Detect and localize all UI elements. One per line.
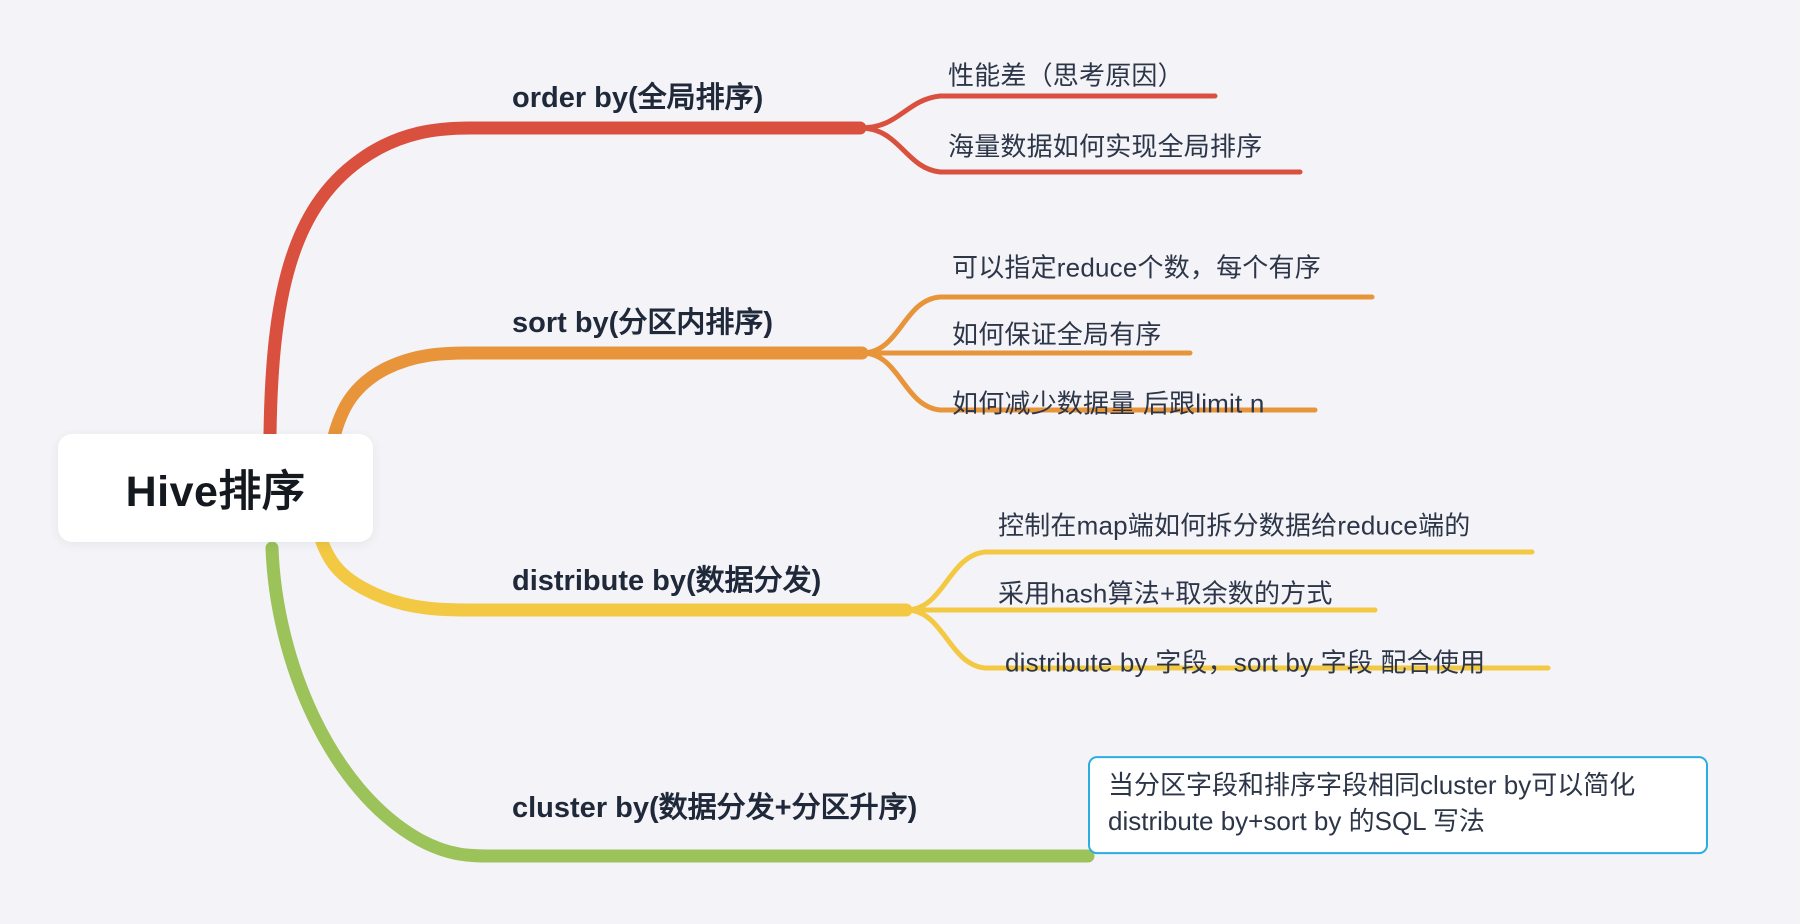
leaf-distribute-by-1[interactable]: 控制在map端如何拆分数据给reduce端的 [998,510,1471,541]
leaf-order-by-2[interactable]: 海量数据如何实现全局排序 [948,131,1263,162]
link-root-to-order-by [263,121,867,441]
link-sort-by-to-leaf-3 [859,350,1318,413]
leaf-order-by-1[interactable]: 性能差（思考原因） [948,60,1184,91]
link-distribute-by-to-leaf-1 [903,549,1535,613]
link-root-to-distribute-by [315,535,913,617]
link-distribute-by-to-leaf-3 [903,607,1551,671]
link-order-by-to-leaf-2 [857,125,1303,175]
link-order-by-to-leaf-1 [857,93,1218,131]
link-root-to-sort-by [323,346,869,459]
root-node-label: Hive排序 [125,468,306,516]
leaf-cluster-by-box[interactable]: 当分区字段和排序字段相同cluster by可以简化 distribute by… [1088,756,1708,854]
leaf-sort-by-1[interactable]: 可以指定reduce个数，每个有序 [952,252,1321,283]
branch-label-distribute-by[interactable]: distribute by(数据分发) [512,565,822,597]
leaf-distribute-by-3[interactable]: distribute by 字段，sort by 字段 配合使用 [1005,647,1486,678]
leaf-sort-by-2[interactable]: 如何保证全局有序 [952,319,1162,350]
link-root-to-cluster-by [265,541,1095,863]
branch-label-sort-by[interactable]: sort by(分区内排序) [512,307,774,339]
leaf-sort-by-3[interactable]: 如何减少数据量 后跟limit n [952,388,1265,419]
leaf-distribute-by-2[interactable]: 采用hash算法+取余数的方式 [998,578,1333,609]
branch-label-cluster-by[interactable]: cluster by(数据分发+分区升序) [512,792,918,824]
branch-label-order-by[interactable]: order by(全局排序) [512,82,764,114]
root-node[interactable]: Hive排序 [58,434,373,542]
leaf-cluster-by-line-2: distribute by+sort by 的SQL 写法 [1108,806,1485,836]
leaf-cluster-by-line-1: 当分区字段和排序字段相同cluster by可以简化 [1108,770,1636,801]
